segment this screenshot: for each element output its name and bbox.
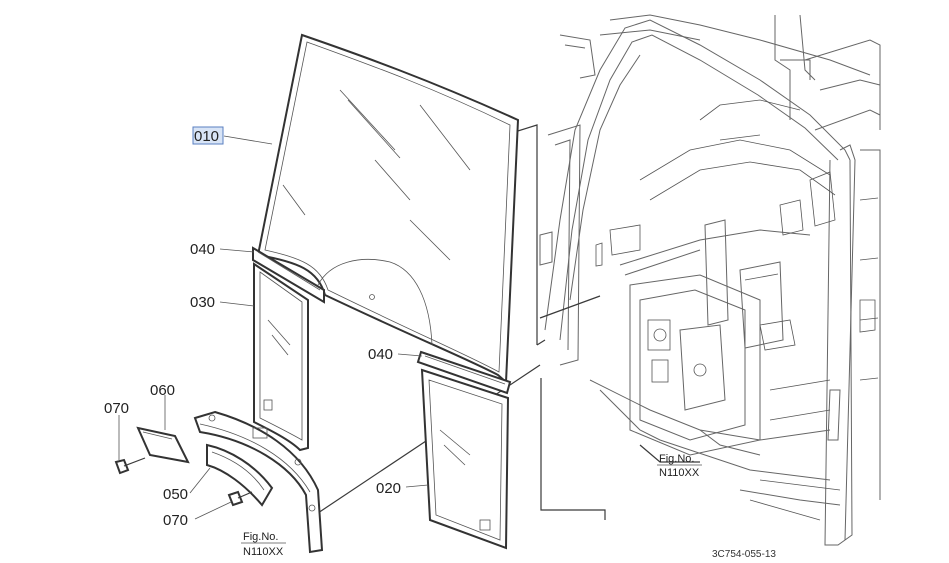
part-label-010[interactable]: 010 [194,128,219,145]
part-label-040-upper[interactable]: 040 [190,241,215,258]
side-bracket [136,426,190,464]
fig-ref-left-line2: N110XX [243,546,284,558]
fig-ref-right-line1: Fig.No. [659,453,694,465]
part-label-050[interactable]: 050 [163,486,188,503]
part-label-040-lower[interactable]: 040 [368,346,393,363]
bolt-lower [227,490,253,507]
upper-windshield-glass [256,33,520,385]
seal-strip-left [252,246,325,304]
right-lower-glass-panel [420,368,510,550]
part-label-030[interactable]: 030 [190,294,215,311]
mounting-bracket [193,410,324,554]
fig-reference-right[interactable]: Fig.No. N110XX [657,453,702,479]
drawing-code: 3C754-055-13 [712,549,776,560]
fig-ref-left-line1: Fig.No. [243,531,278,543]
part-labels: 010 040 030 040 060 070 050 070 020 [104,126,401,529]
part-label-070-lower[interactable]: 070 [163,512,188,529]
part-010-highlight [192,126,224,145]
fig-reference-left[interactable]: Fig.No. N110XX [241,531,286,558]
leader-lines [118,135,429,520]
cab-frame [539,14,881,546]
fig-ref-right-line2: N110XX [659,467,700,479]
bolt-upper [114,457,146,475]
part-label-070-upper[interactable]: 070 [104,400,129,417]
part-label-020[interactable]: 020 [376,480,401,497]
part-label-060[interactable]: 060 [150,382,175,399]
seal-strip-right [416,350,512,395]
left-lower-glass-panel [253,262,309,452]
